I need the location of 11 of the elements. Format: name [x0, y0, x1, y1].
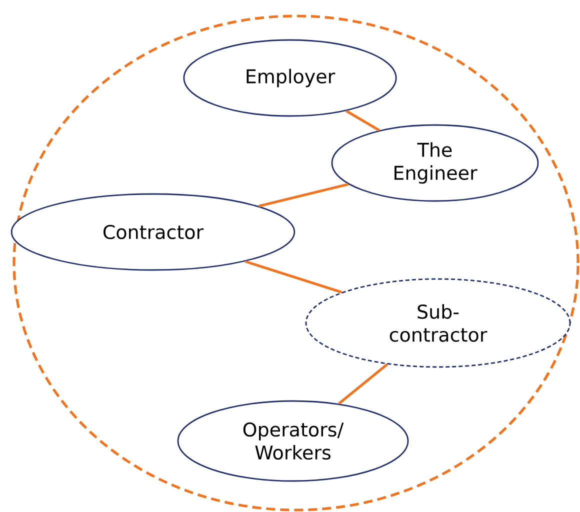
- connector-line: [244, 260, 342, 294]
- ellipse-node: Contractor: [10, 193, 296, 271]
- ellipse-boundary: [12, 14, 580, 512]
- ellipse-node: Operators/ Workers: [177, 400, 409, 482]
- connector-line: [338, 363, 388, 405]
- ellipse-node: The Engineer: [331, 124, 539, 202]
- ellipse-node: Employer: [183, 39, 397, 117]
- dashed-ellipse-node: Sub-contractor: [305, 278, 571, 368]
- connector-line: [346, 110, 380, 132]
- node-label: Sub-contractor: [390, 304, 488, 342]
- connector-line: [258, 182, 349, 208]
